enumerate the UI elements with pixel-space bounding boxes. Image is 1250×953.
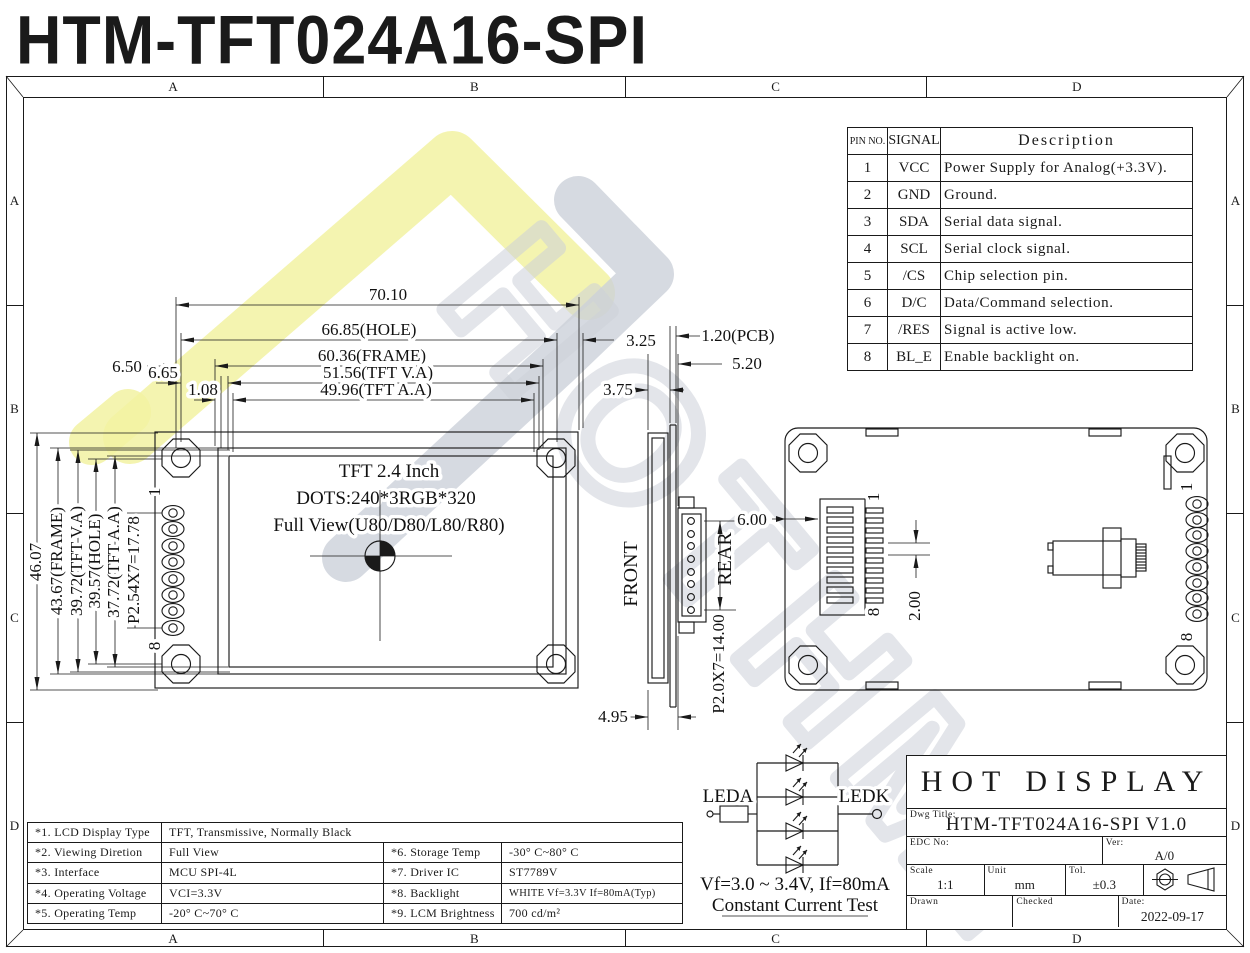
edc-ver-row: EDC No: Ver: A/0 [907,836,1226,864]
drawn-checked-date-row: Drawn Checked Date: 2022-09-17 [907,895,1226,927]
scale-value: 1:1 [936,877,954,892]
date-value: 2022-09-17 [1140,909,1204,924]
zone-label: A [1227,97,1244,306]
sheet-border-inner [23,97,1227,930]
zone-label: C [626,76,927,97]
title-block: HOT DISPLAY Dwg Title: HTM-TFT024A16-SPI… [906,755,1227,930]
border-zone-left: A B C D [6,97,23,930]
table-row: *2. Viewing Diretion Full View *6. Stora… [27,842,683,864]
edc-no-label: EDC No: [910,838,950,848]
signal-header: SIGNAL [887,127,941,155]
zone-label: C [1227,514,1244,723]
zone-label: C [6,514,23,723]
zone-label: C [626,930,927,947]
drawn-label: Drawn [910,897,939,907]
zone-label: D [1230,818,1241,834]
dwg-title-value: HTM-TFT024A16-SPI V1.0 [945,814,1188,835]
company-name: HOT DISPLAY [920,765,1213,798]
spec-table: *1. LCD Display Type TFT, Transmissive, … [27,821,683,924]
checked-label: Checked [1016,897,1054,907]
desc-header: Description [940,127,1193,155]
zone-label: B [324,76,626,97]
zone-label: B [6,306,23,514]
zone-label: A [23,76,325,97]
zone-label: A [6,97,23,306]
table-row: *1. LCD Display Type TFT, Transmissive, … [27,821,683,844]
zone-label: A [23,930,325,947]
tol-value: ±0.3 [1092,877,1116,892]
border-zone-bottom: A B C D [23,930,1227,947]
table-row: *4. Operating Voltage VCI=3.3V *8. Backl… [27,882,683,904]
date-label: Date: [1121,897,1145,907]
table-row: *3. Interface MCU SPI-4L *7. Driver IC S… [27,862,683,884]
border-zone-top: A B C D [23,76,1227,97]
table-row: *5. Operating Temp -20° C~70° C *9. LCM … [27,902,683,924]
projection-symbol-icon [1142,865,1226,895]
scale-unit-tol-row: Scale 1:1 Unit mm Tol. ±0.3 [907,864,1226,895]
dwg-title-row: Dwg Title: HTM-TFT024A16-SPI V1.0 [907,808,1226,836]
ver-label: Ver: [1105,838,1124,848]
unit-value: mm [1014,877,1035,892]
border-zone-right: A B C D [1227,97,1244,930]
page-title: HTM-TFT024A16-SPI [16,1,648,78]
zone-label: B [1227,306,1244,514]
zone-label: B [324,930,626,947]
pin-no-header: PIN NO. [847,127,888,155]
zone-label: D [1072,78,1082,94]
pin-table-header: PIN NO. SIGNAL Description [847,127,1193,155]
dwg-title-label: Dwg Title: [910,810,956,820]
ver-value: A/0 [1154,848,1175,863]
zone-label: D [9,818,20,834]
zone-label: D [1072,930,1082,946]
